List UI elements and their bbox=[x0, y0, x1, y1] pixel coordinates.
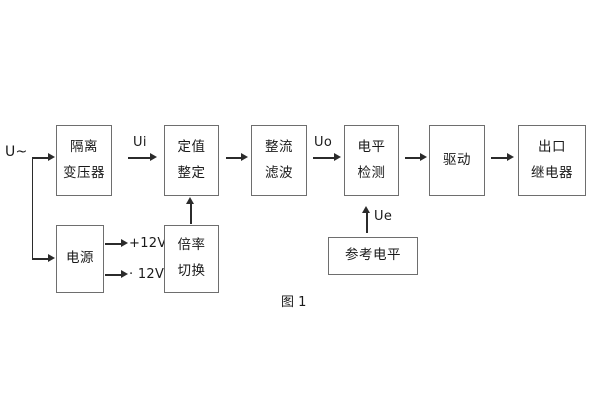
block-isolation-transformer-line-1: 隔离 bbox=[70, 138, 98, 155]
signal-label-ue: Ue bbox=[374, 209, 393, 224]
block-setting-value-line-1: 定值 bbox=[177, 138, 206, 155]
signal-label-uo: Uo bbox=[314, 135, 333, 150]
block-isolation-transformer[interactable]: 隔离 变压器 bbox=[56, 125, 112, 196]
driver-to-relay-shaft bbox=[491, 157, 509, 159]
setting-to-rectifier-shaft bbox=[226, 157, 243, 159]
block-rectifier-filter-line-2: 滤波 bbox=[265, 164, 293, 181]
input-branch-vertical bbox=[32, 157, 34, 260]
block-output-relay-line-1: 出口 bbox=[538, 138, 566, 155]
block-setting-value-line-2: 整定 bbox=[177, 164, 206, 181]
multiplier-to-setting-arrowhead bbox=[186, 197, 195, 204]
multiplier-to-setting-shaft bbox=[190, 203, 192, 224]
input-source-label: U~ bbox=[5, 144, 28, 160]
block-reference-level-line-1: 参考电平 bbox=[345, 247, 401, 264]
figure-caption: 图 1 bbox=[281, 295, 307, 310]
rail-negative-label: · 12V bbox=[129, 267, 165, 282]
uo-arrow-shaft bbox=[313, 157, 336, 159]
block-output-relay[interactable]: 出口 继电器 bbox=[518, 125, 586, 196]
level-to-driver-arrowhead bbox=[420, 153, 427, 162]
rail-positive-shaft bbox=[105, 243, 123, 245]
driver-to-relay-arrowhead bbox=[507, 153, 514, 162]
input-to-power-supply-line bbox=[32, 258, 50, 260]
reference-to-level-arrowhead bbox=[362, 206, 371, 213]
block-multiplier-switch-line-2: 切换 bbox=[177, 263, 206, 279]
block-driver-line-1: 驱动 bbox=[443, 151, 471, 168]
block-rectifier-filter[interactable]: 整流 滤波 bbox=[251, 125, 307, 196]
input-to-transformer-arrowhead bbox=[48, 153, 55, 162]
reference-to-level-shaft bbox=[366, 212, 368, 233]
block-driver[interactable]: 驱动 bbox=[429, 125, 485, 196]
level-to-driver-shaft bbox=[405, 157, 422, 159]
block-power-supply[interactable]: 电源 bbox=[56, 225, 104, 293]
block-isolation-transformer-line-2: 变压器 bbox=[63, 164, 105, 181]
input-to-power-supply-arrowhead bbox=[48, 254, 55, 263]
rail-negative-arrowhead bbox=[121, 270, 128, 279]
block-power-supply-line-1: 电源 bbox=[66, 250, 94, 267]
ui-arrow-shaft bbox=[128, 157, 152, 159]
block-level-detection[interactable]: 电平 检测 bbox=[344, 125, 399, 196]
rail-negative-shaft bbox=[105, 274, 123, 276]
block-level-detection-line-2: 检测 bbox=[357, 164, 386, 181]
rail-positive-arrowhead bbox=[121, 239, 128, 248]
input-to-transformer-line bbox=[32, 157, 50, 159]
block-multiplier-switch-line-1: 倍率 bbox=[177, 237, 206, 254]
block-output-relay-line-2: 继电器 bbox=[531, 164, 573, 181]
block-level-detection-line-1: 电平 bbox=[357, 138, 386, 155]
rail-positive-label: +12V bbox=[129, 236, 167, 251]
signal-label-ui: Ui bbox=[133, 135, 147, 150]
setting-to-rectifier-arrowhead bbox=[241, 153, 248, 162]
block-multiplier-switch[interactable]: 倍率 切换 bbox=[164, 225, 219, 293]
block-rectifier-filter-line-1: 整流 bbox=[265, 138, 293, 155]
block-reference-level[interactable]: 参考电平 bbox=[328, 237, 418, 275]
block-setting-value[interactable]: 定值 整定 bbox=[164, 125, 219, 196]
ui-arrowhead bbox=[150, 153, 157, 162]
uo-arrowhead bbox=[334, 153, 341, 162]
